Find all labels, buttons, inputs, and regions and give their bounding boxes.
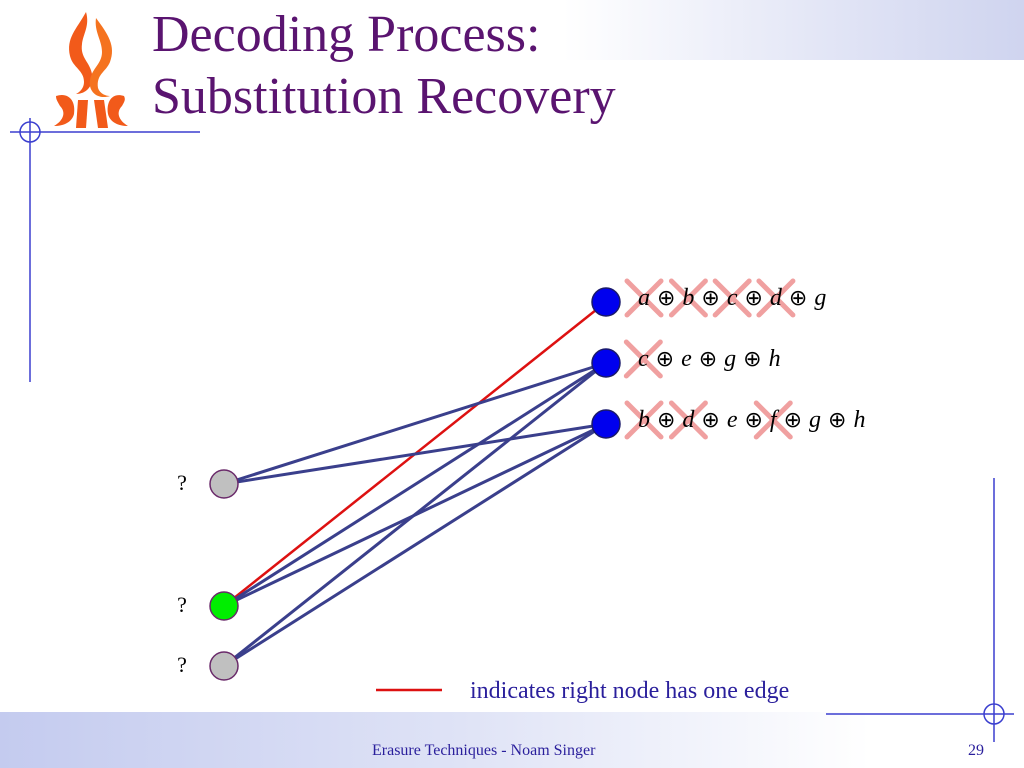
left-node-gray: [209, 651, 239, 681]
xor-operator: ⊕: [781, 286, 815, 311]
erased-term-cross: [753, 400, 793, 440]
equation-term: e: [681, 346, 692, 372]
erased-term-cross: [623, 339, 663, 379]
slide-title: Decoding Process: Substitution Recovery: [152, 4, 616, 128]
equation-term: d: [769, 285, 782, 311]
xor-operator: ⊕: [691, 347, 725, 372]
university-flame-logo: [54, 12, 128, 128]
left-node-gray: [209, 469, 239, 499]
equation-term: g: [809, 407, 822, 433]
legend-text: indicates right node has one edge: [470, 678, 790, 704]
xor-operator: ⊕: [736, 347, 769, 372]
xor-operator: ⊕: [821, 408, 854, 433]
equation-term: a: [638, 285, 650, 311]
xor-operator: ⊕: [648, 347, 682, 372]
title-line-2: Substitution Recovery: [152, 68, 616, 125]
left-node-green: [209, 591, 239, 621]
erased-term-cross: [668, 278, 708, 318]
graph-edge: [223, 422, 607, 486]
erased-term-cross: [756, 278, 796, 318]
xor-operator: ⊕: [737, 286, 770, 311]
erased-term-cross: [668, 400, 708, 440]
xor-equation: a ⊕ b ⊕ c ⊕ d ⊕ g: [638, 285, 826, 312]
xor-operator: ⊕: [694, 408, 727, 433]
xor-equation: b ⊕ d ⊕ e ⊕ f ⊕ g ⊕ h: [638, 407, 865, 434]
crosses-layer: [623, 278, 796, 440]
equation-term: h: [853, 407, 866, 433]
graph-edge: [223, 361, 607, 486]
xor-operator: ⊕: [650, 408, 683, 433]
right-check-node: [591, 409, 621, 439]
equation-term: e: [726, 407, 738, 433]
footer-title: Erasure Techniques - Noam Singer: [372, 742, 596, 759]
equation-term: b: [682, 285, 695, 311]
equation-term: g: [814, 285, 827, 311]
xor-operator: ⊕: [694, 286, 727, 311]
header-gradient: [0, 0, 1024, 60]
graph-edge: [223, 422, 607, 668]
xor-equation: c ⊕ e ⊕ g ⊕ h: [638, 346, 781, 373]
footer-gradient: [0, 712, 1024, 768]
xor-operator: ⊕: [650, 286, 683, 311]
xor-operator: ⊕: [776, 408, 810, 433]
graph-edge: [223, 422, 607, 608]
xor-operator: ⊕: [737, 408, 770, 433]
right-check-node: [591, 348, 621, 378]
erased-term-cross: [624, 278, 664, 318]
unknown-value-label: ?: [177, 592, 187, 617]
equation-term: c: [638, 346, 649, 372]
edges-layer: [223, 301, 607, 668]
equation-term: c: [726, 285, 738, 311]
equation-term: b: [638, 407, 650, 433]
unknown-value-label: ?: [177, 470, 187, 495]
equation-term: f: [769, 407, 777, 433]
equation-term: h: [768, 346, 781, 372]
page-number: 29: [968, 742, 984, 759]
graph-edge: [223, 361, 607, 608]
title-line-1: Decoding Process:: [152, 6, 541, 63]
equation-term: g: [724, 346, 737, 372]
equation-term: d: [682, 407, 695, 433]
unknown-value-label: ?: [177, 652, 187, 677]
right-check-node: [591, 287, 621, 317]
erased-term-cross: [624, 400, 664, 440]
erased-term-cross: [712, 278, 752, 318]
nodes-layer: [209, 287, 621, 681]
